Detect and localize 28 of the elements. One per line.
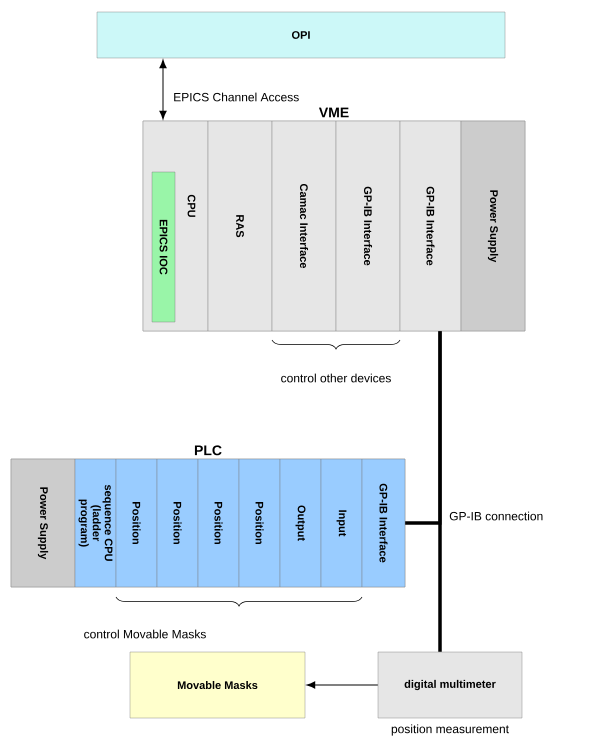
- module-slot: Output: [280, 458, 322, 588]
- module-slot: Power Supply: [10, 458, 76, 588]
- software-box: EPICS IOC: [152, 172, 176, 322]
- module-slot: GP-IB Interface: [400, 120, 462, 332]
- module-slot: Position: [238, 458, 280, 588]
- module-slot: RAS: [208, 120, 272, 332]
- edge-label: GP-IB connection: [448, 510, 544, 522]
- arrow: [159, 60, 167, 120]
- module-slot: Power Supply: [460, 120, 526, 332]
- node-label: VME: [318, 108, 349, 118]
- arrow: [306, 681, 378, 689]
- module-slot: Position: [156, 458, 198, 588]
- module-slot: Input: [320, 458, 362, 588]
- module-slot: GP-IB Interface: [336, 120, 400, 332]
- edge-label: EPICS Channel Access: [172, 92, 300, 102]
- module-slot: Camac Interface: [272, 120, 336, 332]
- note-text: control Movable Masks: [84, 630, 206, 638]
- node-label: PLC: [194, 445, 222, 456]
- note-text: control other devices: [281, 374, 391, 382]
- module-slot: GP-IB Interface: [362, 458, 406, 588]
- module-slot: Position: [198, 458, 240, 588]
- device-box: Movable Masks: [130, 652, 306, 718]
- device-box: OPI: [96, 12, 506, 58]
- device-box: digital multimeter: [378, 652, 522, 718]
- connector-line: [405, 331, 442, 525]
- module-slot: Position: [116, 458, 158, 588]
- module-slot: sequence CPU (ladder program): [74, 458, 116, 588]
- edge-label: position measurement: [390, 723, 510, 737]
